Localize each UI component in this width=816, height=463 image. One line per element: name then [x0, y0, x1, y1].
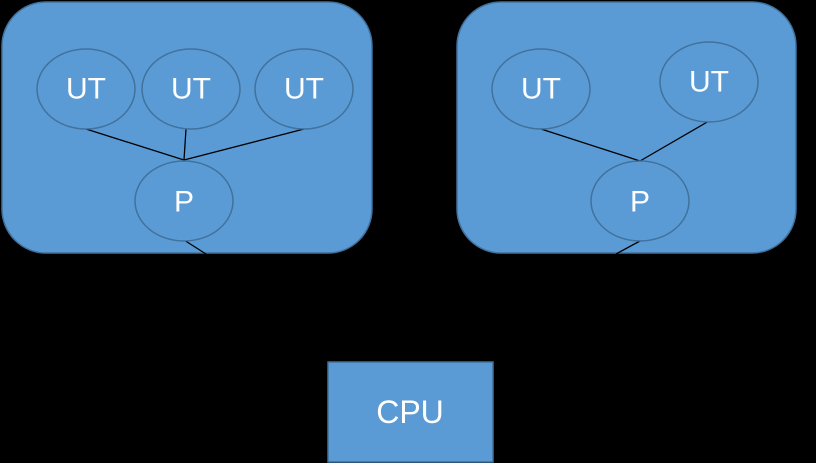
user-thread-label: UT	[171, 73, 211, 106]
user-thread-node	[491, 48, 591, 130]
cpu-group: CPU	[327, 356, 494, 463]
user-thread-label: UT	[521, 73, 561, 106]
edge-ut4-p2	[540, 128, 641, 162]
process-label: P	[630, 186, 650, 219]
user-thread-node	[141, 48, 241, 130]
edge-ut3-p1	[183, 128, 305, 161]
process-group-2: UT UT P	[456, 1, 797, 255]
user-thread-node	[659, 41, 759, 123]
process-label: P	[174, 186, 194, 219]
cpu-box	[327, 361, 494, 463]
edge-p2-down	[615, 240, 641, 255]
edge-ut1-p1	[85, 128, 185, 161]
cpu-label: CPU	[376, 394, 444, 430]
edge-ut5-p2	[639, 120, 710, 162]
edge-ut2-p1	[183, 128, 187, 161]
user-thread-node	[254, 48, 354, 130]
user-thread-label: UT	[66, 73, 106, 106]
process-group-1: UT UT UT P	[1, 1, 373, 255]
user-thread-label: UT	[284, 73, 324, 106]
process-node	[134, 160, 234, 242]
user-thread-node	[36, 48, 136, 130]
edge-p1-down	[183, 239, 207, 255]
process-node	[590, 160, 690, 242]
user-thread-label: UT	[689, 66, 729, 99]
